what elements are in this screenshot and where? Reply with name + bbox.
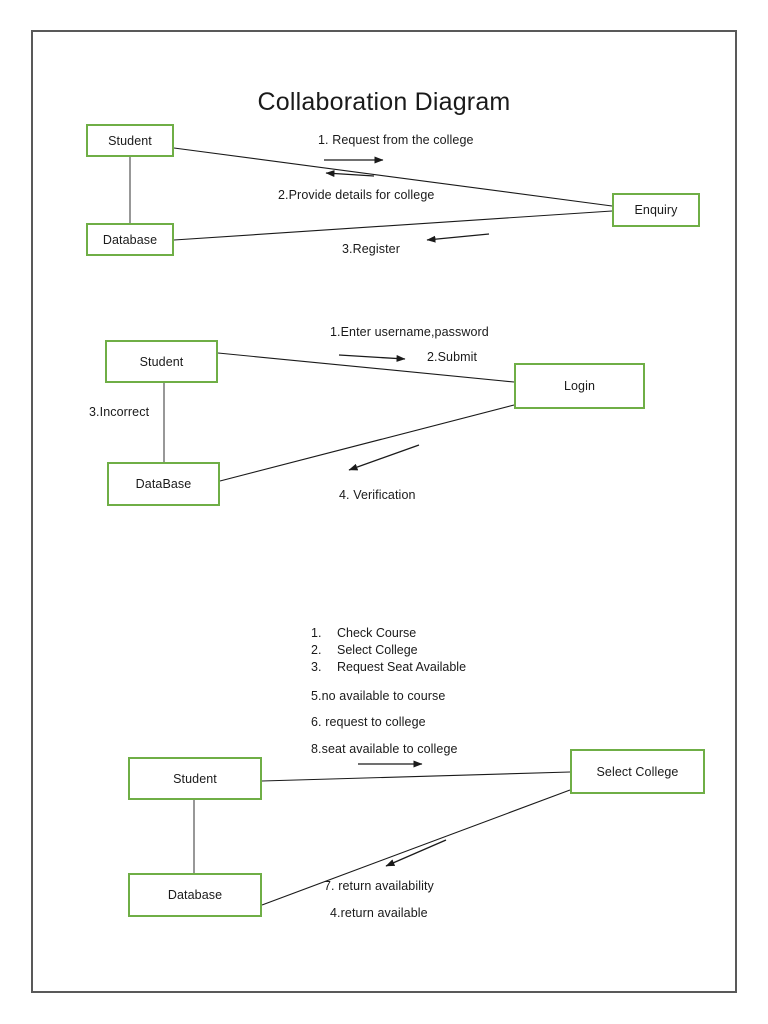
node-label: Select College: [596, 764, 679, 779]
node-label: Enquiry: [634, 203, 678, 217]
list-item-number: 2.: [311, 643, 322, 657]
assoc-login-database2: [219, 404, 515, 482]
message-label-4-verification: 4. Verification: [339, 488, 416, 502]
message-label-2-submit: 2.Submit: [427, 350, 478, 364]
arrow-msg3-register: [426, 233, 490, 243]
assoc-selectcollege-database3: [261, 789, 571, 906]
node-label: Student: [173, 771, 217, 786]
node-label: Login: [563, 379, 596, 393]
node-enquiry[interactable]: Enquiry: [612, 193, 700, 227]
page-title: Collaboration Diagram: [257, 88, 511, 116]
message-label-4-return-available: 4.return available: [330, 906, 428, 920]
message-label-1-request-from-college: 1. Request from the college: [318, 133, 474, 147]
page-border-frame: [31, 30, 737, 993]
node-student-enquiry[interactable]: Student: [86, 124, 174, 157]
message-label-8-seat-available-to-college: 8.seat available to college: [311, 742, 458, 756]
arrow-msg7-return-availability: [385, 839, 447, 867]
node-label: Student: [139, 354, 184, 369]
node-student-login[interactable]: Student: [105, 340, 218, 383]
assoc-student3-selectcollege: [261, 771, 571, 782]
list-item-label: Request Seat Available: [337, 660, 467, 674]
message-label-7-return-availability: 7. return availability: [324, 879, 434, 893]
node-label: DataBase: [135, 477, 192, 491]
list-item-label: Check Course: [337, 626, 417, 640]
message-label-6-request-to-college: 6. request to college: [311, 715, 426, 729]
arrow-msg2-provide: [325, 170, 375, 178]
assoc-student1-enquiry: [173, 147, 613, 207]
node-student-select-college[interactable]: Student: [128, 757, 262, 800]
arrow-msg2-submit: [338, 354, 406, 362]
list-item-label: Select College: [337, 643, 418, 657]
message-label-5-no-available-to-course: 5.no available to course: [311, 689, 446, 703]
message-label-2-provide-details: 2.Provide details for college: [278, 188, 435, 202]
node-database-select-college[interactable]: Database: [128, 873, 262, 917]
node-database-enquiry[interactable]: Database: [86, 223, 174, 256]
message-label-3-register: 3.Register: [342, 242, 400, 256]
node-label: Database: [167, 888, 223, 902]
message-label-3-incorrect: 3.Incorrect: [89, 405, 150, 419]
arrow-msg4-verification: [348, 444, 420, 471]
list-item-number: 3.: [311, 660, 322, 674]
list-item-number: 1.: [311, 626, 322, 640]
assoc-student2-login: [217, 352, 515, 383]
message-label-1-enter-username-password: 1.Enter username,password: [330, 325, 489, 339]
node-login[interactable]: Login: [514, 363, 645, 409]
node-select-college[interactable]: Select College: [570, 749, 705, 794]
assoc-enquiry-database1: [173, 210, 613, 241]
node-label: Student: [108, 133, 152, 148]
node-label: Database: [102, 232, 158, 247]
node-database-login[interactable]: DataBase: [107, 462, 220, 506]
